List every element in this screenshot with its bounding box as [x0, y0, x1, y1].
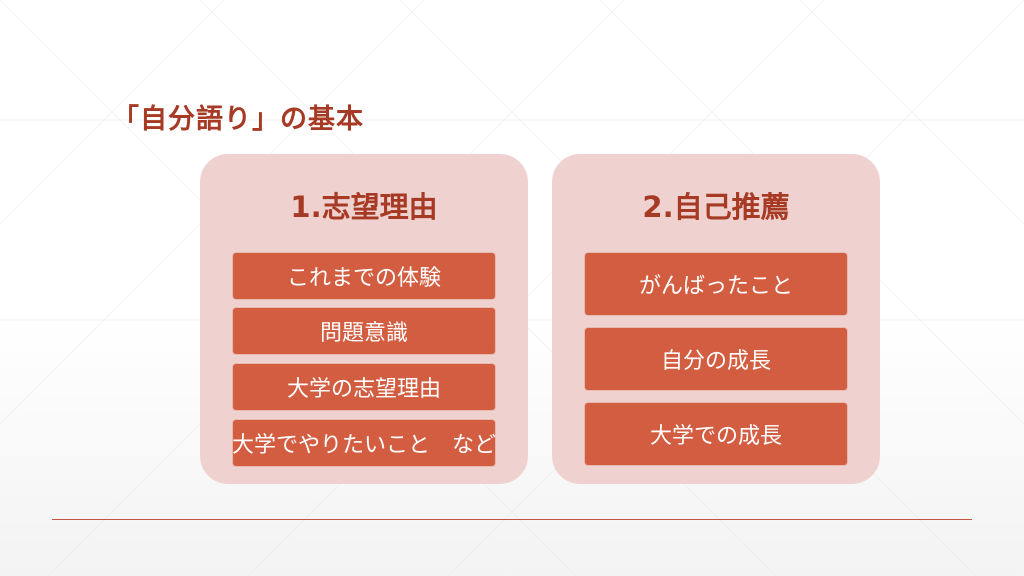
list-item: 自分の成長: [585, 328, 847, 390]
list-item: 大学でやりたいこと など: [232, 420, 496, 466]
slide-title: 「自分語り」の基本: [112, 104, 364, 135]
list-item: 問題意識: [233, 308, 495, 354]
panel-heading: 2.自己推薦: [642, 190, 790, 224]
list-item: これまでの体験: [233, 253, 495, 299]
panel-reasons: 1.志望理由 これまでの体験 問題意識 大学の志望理由 大学でやりたいこと など: [200, 154, 528, 484]
list-item: 大学での成長: [585, 403, 847, 465]
list-item: 大学の志望理由: [233, 364, 495, 410]
panel-heading: 1.志望理由: [290, 190, 438, 224]
list-item: がんばったこと: [585, 253, 847, 315]
footer-divider: [52, 519, 972, 520]
panel-self-recommendation: 2.自己推薦 がんばったこと 自分の成長 大学での成長: [552, 154, 880, 484]
